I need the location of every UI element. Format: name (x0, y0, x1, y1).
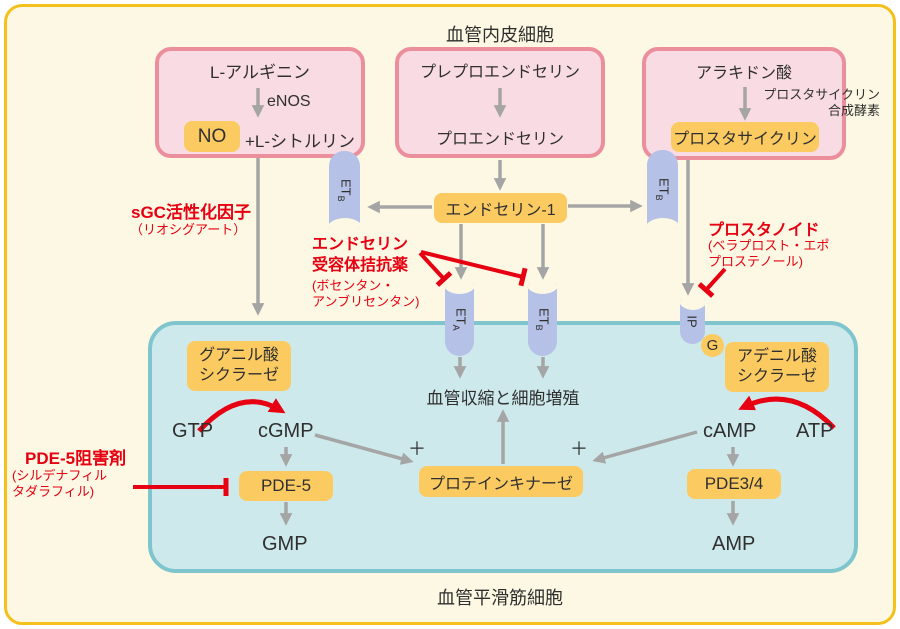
pde34-box: PDE3/4 (687, 469, 781, 499)
atp-label: ATP (796, 420, 834, 442)
era-name: エンドセリン 受容体拮抗薬 (312, 236, 409, 274)
vasoconstriction-label: 血管収縮と細胞増殖 (426, 389, 580, 408)
adenylate-cyclase-box: アデニル酸 シクラーゼ (725, 342, 829, 392)
etb-receptor-smooth-muscle: ETB (528, 283, 557, 356)
pde5-inhibitor-name: PDE-5阻害剤 (25, 449, 127, 468)
prostanoid-name: プロスタノイド (708, 222, 820, 239)
cgmp-label: cGMP (258, 420, 314, 442)
pde5-label: PDE-5 (260, 476, 312, 495)
pde5-box: PDE-5 (239, 471, 333, 501)
l-citrulline-label: +L-シトルリン (245, 132, 356, 151)
pde5-inhibitor-detail: (シルデナフィル タダラフィル) (12, 468, 108, 499)
endothelin1-label: エンドセリン-1 (445, 202, 556, 219)
etb-receptor-label: ETB (654, 178, 672, 201)
no-label: NO (197, 125, 227, 147)
protein-kinase-box: プロテインキナーゼ (419, 466, 583, 497)
sgc-activator-detail: （リオシグアート） (130, 222, 247, 237)
eta-receptor-smooth-muscle: ETA (445, 283, 474, 356)
endothelin1-box: エンドセリン-1 (434, 193, 567, 223)
etb-receptor-endothelial-left: ETB (329, 151, 360, 229)
ip-receptor-label: IP (684, 315, 700, 328)
eta-receptor-label: ETA (451, 308, 469, 331)
pde34-label: PDE3/4 (704, 474, 764, 493)
plus-left-label: ＋ (408, 439, 426, 459)
prostacyclin-synthase-label: プロスタサイクリン 合成酵素 (763, 87, 880, 118)
gtp-label: GTP (172, 420, 214, 442)
sgc-activator-name: sGC活性化因子 (131, 203, 251, 222)
camp-label: cAMP (703, 420, 757, 442)
plus-right-label: ＋ (570, 439, 588, 459)
endothelial-cell-label: 血管内皮細胞 (446, 25, 554, 45)
l-arginine-label: L-アルギニン (210, 63, 310, 82)
gmp-label: GMP (262, 533, 308, 555)
no-box: NO (184, 121, 240, 152)
guanylate-cyclase-box: グアニル酸 シクラーゼ (187, 341, 291, 391)
g-protein: G (701, 334, 724, 357)
era-detail: (ボセンタン・ アンブリセンタン) (312, 278, 420, 309)
proendothelin-label: プロエンドセリン (435, 131, 564, 148)
preproendothelin-label: プレプロエンドセリン (419, 64, 580, 81)
etb-receptor-label: ETB (534, 308, 552, 331)
prostacyclin-label: プロスタサイクリン (673, 131, 817, 148)
amp-label: AMP (712, 533, 756, 555)
prostanoid-detail: (ベラプロスト・エポ プロステノール) (708, 238, 830, 269)
arachidonic-acid-label: アラキドン酸 (695, 65, 792, 82)
ip-receptor: IP (680, 299, 705, 344)
g-protein-label: G (706, 337, 719, 354)
etb-receptor-endothelial-right: ETB (647, 150, 678, 229)
enos-label: eNOS (267, 93, 311, 110)
etb-receptor-label: ETB (336, 178, 354, 202)
smooth-muscle-cell-label: 血管平滑筋細胞 (437, 588, 563, 608)
protein-kinase-label: プロテインキナーゼ (428, 475, 573, 493)
prostacyclin-box: プロスタサイクリン (671, 122, 819, 152)
